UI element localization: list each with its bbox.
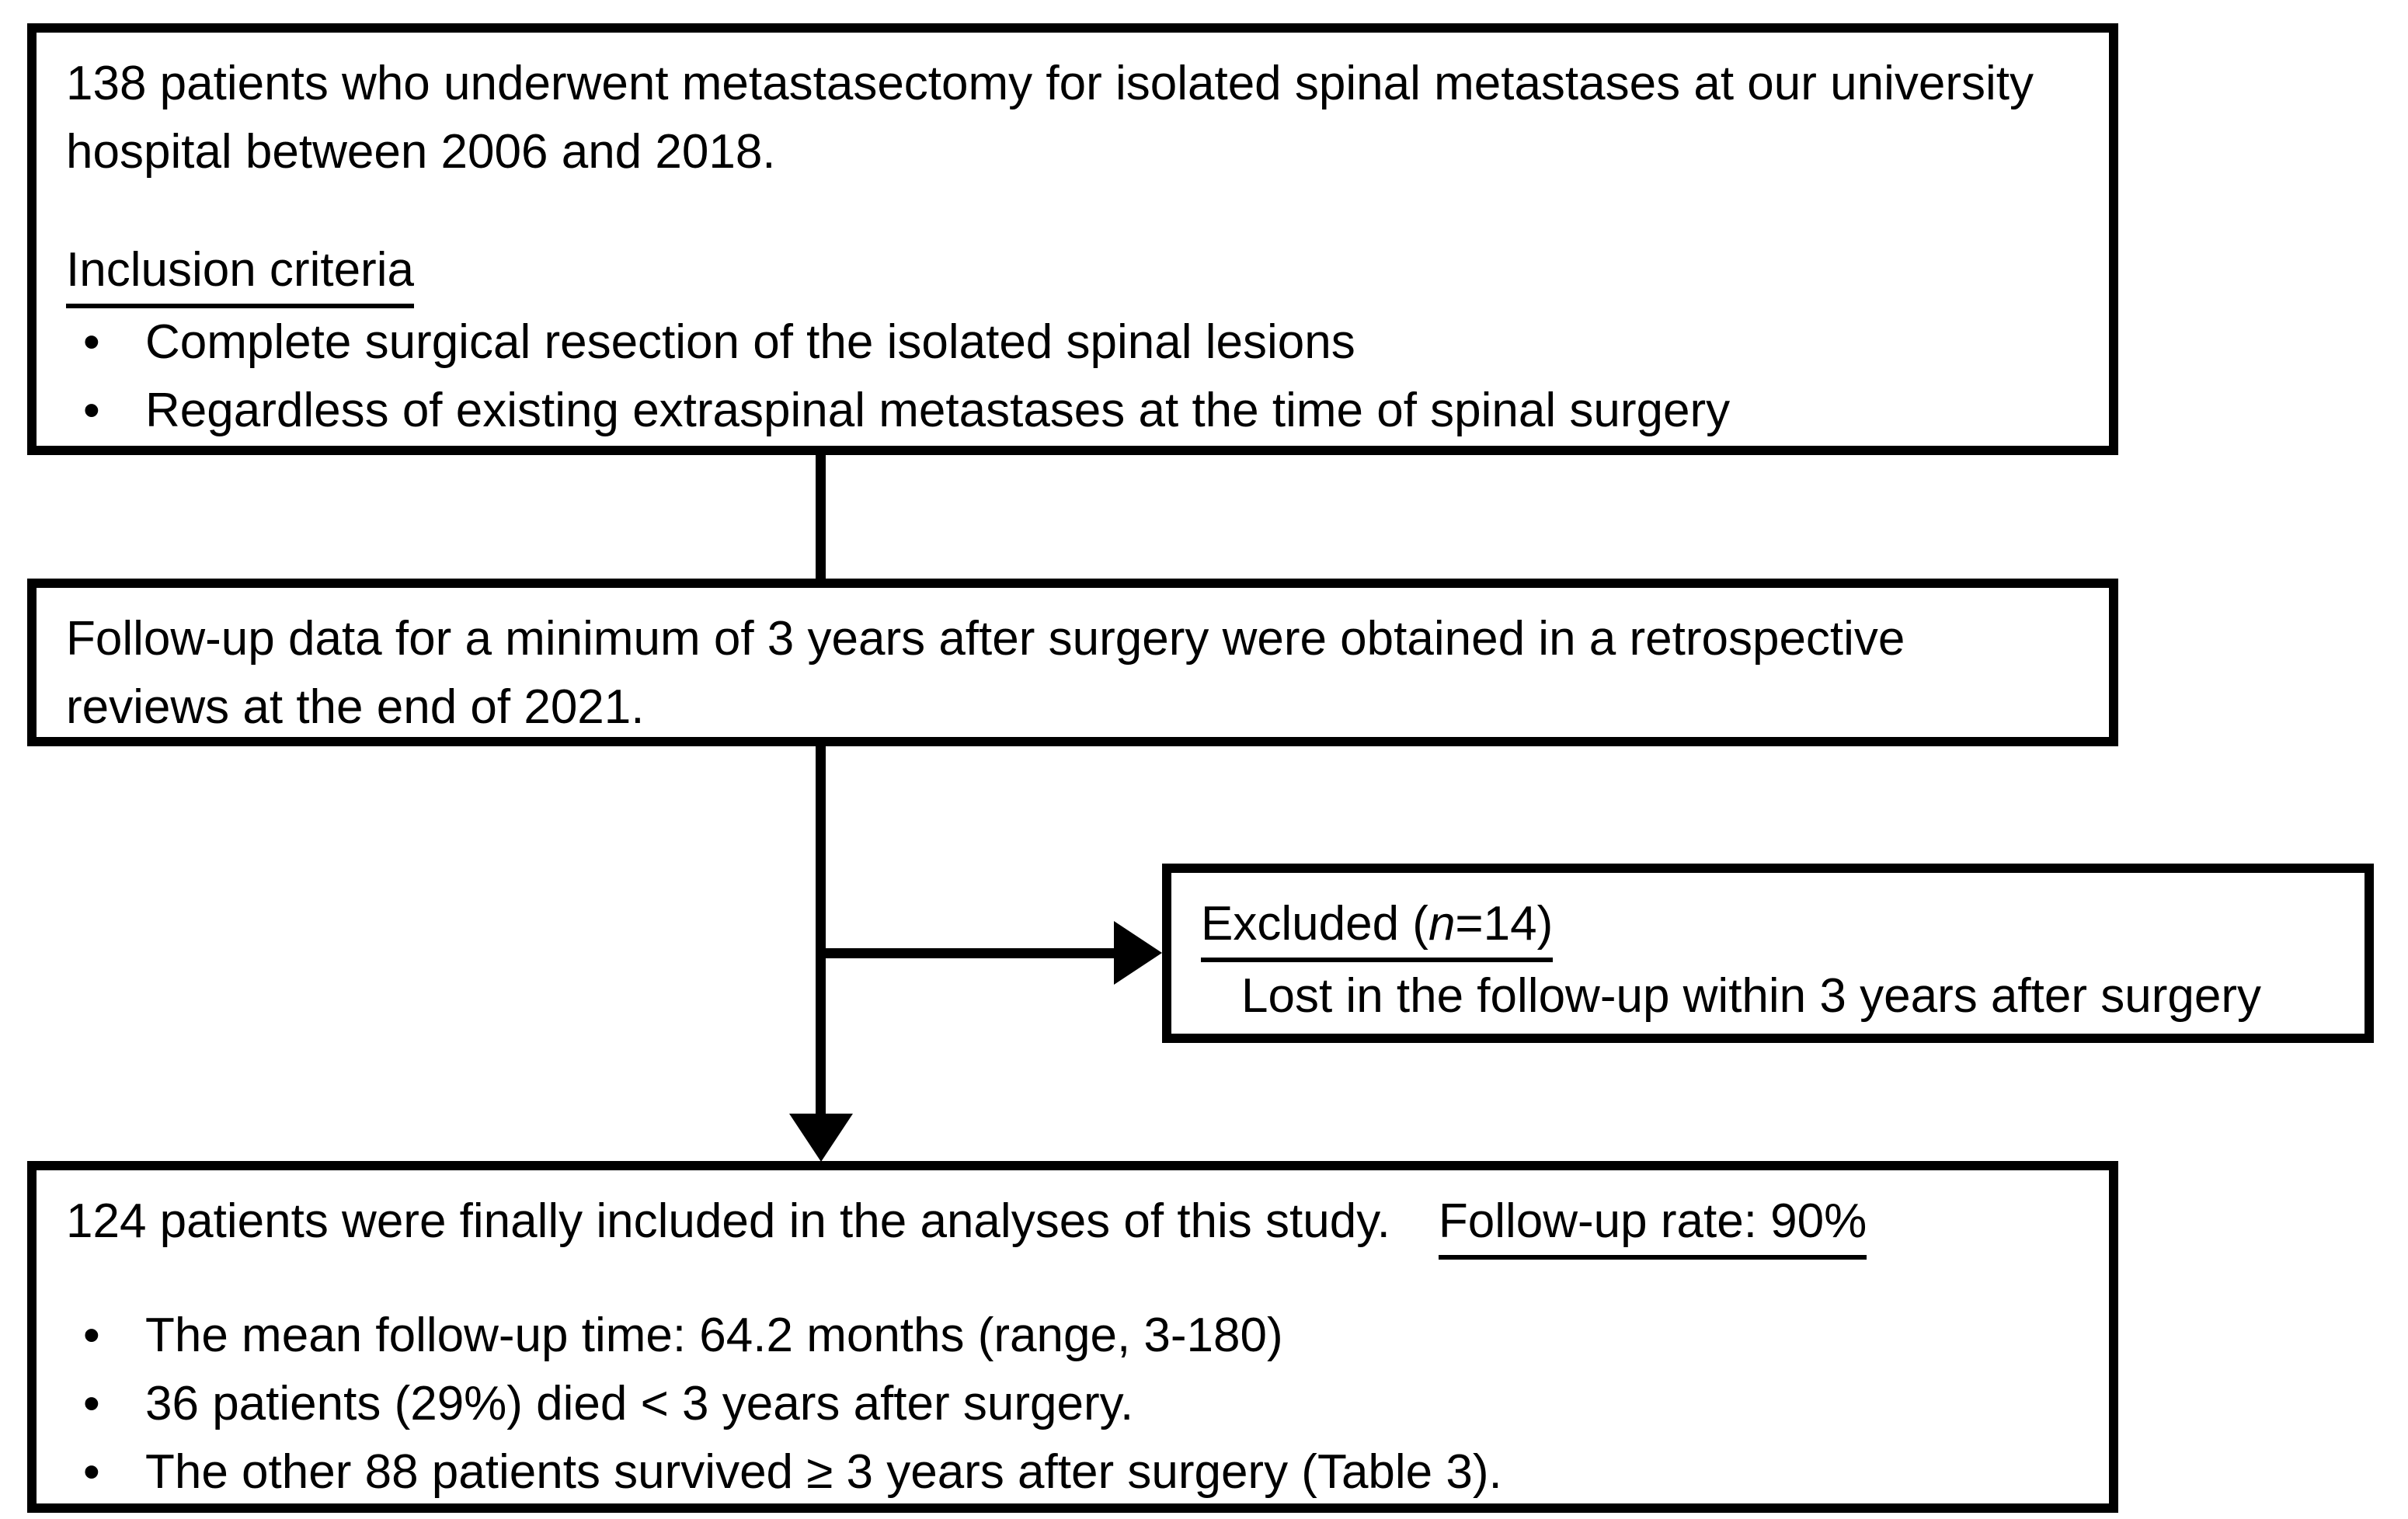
bullet-icon: • (83, 1308, 100, 1362)
inclusion-criteria-item: • Regardless of existing extraspinal met… (66, 377, 2079, 445)
included-stat-text: 36 patients (29%) died < 3 years after s… (145, 1376, 1134, 1430)
eligibility-box: 138 patients who underwent metastasectom… (27, 23, 2118, 455)
included-stat-item: • The other 88 patients survived ≥ 3 yea… (66, 1438, 2079, 1507)
included-stat-item: • 36 patients (29%) died < 3 years after… (66, 1370, 2079, 1438)
arrow-down-icon (789, 1114, 853, 1162)
eligibility-intro: 138 patients who underwent metastasectom… (66, 57, 2034, 179)
bullet-icon: • (83, 315, 100, 369)
excluded-heading: Excluded (n=14) (1201, 890, 2335, 962)
excluded-heading-underline: Excluded (n=14) (1201, 894, 1554, 962)
bullet-icon: • (83, 383, 100, 437)
followup-data-text: Follow-up data for a minimum of 3 years … (66, 612, 1905, 735)
included-result-text: 124 patients were finally included in th… (66, 1194, 1390, 1248)
included-result-line: 124 patients were finally included in th… (66, 1187, 2079, 1260)
followup-data-box: Follow-up data for a minimum of 3 years … (27, 579, 2118, 746)
included-box: 124 patients were finally included in th… (27, 1161, 2118, 1513)
included-stat-text: The other 88 patients survived ≥ 3 years… (145, 1444, 1502, 1499)
arrow-right-icon (1114, 921, 1162, 985)
inclusion-criteria-text: Regardless of existing extraspinal metas… (145, 383, 1731, 437)
included-stat-item: • The mean follow-up time: 64.2 months (… (66, 1302, 2079, 1370)
excluded-detail-text: Lost in the follow-up within 3 years aft… (1241, 968, 2261, 1023)
italic-n: n (1428, 897, 1456, 951)
excluded-box: Excluded (n=14) Lost in the follow-up wi… (1162, 864, 2374, 1043)
followup-rate-badge: Follow-up rate: 90% (1438, 1191, 1867, 1260)
inclusion-criteria-item: • Complete surgical resection of the iso… (66, 308, 2079, 377)
included-stat-text: The mean follow-up time: 64.2 months (ra… (145, 1308, 1283, 1362)
inclusion-criteria-heading: Inclusion criteria (66, 236, 2079, 308)
bullet-icon: • (83, 1444, 100, 1499)
connector-line-middle (816, 744, 826, 1118)
inclusion-criteria-text: Complete surgical resection of the isola… (145, 315, 1355, 369)
connector-line-branch (816, 948, 1119, 958)
connector-line-top (816, 454, 826, 581)
bullet-icon: • (83, 1376, 100, 1430)
